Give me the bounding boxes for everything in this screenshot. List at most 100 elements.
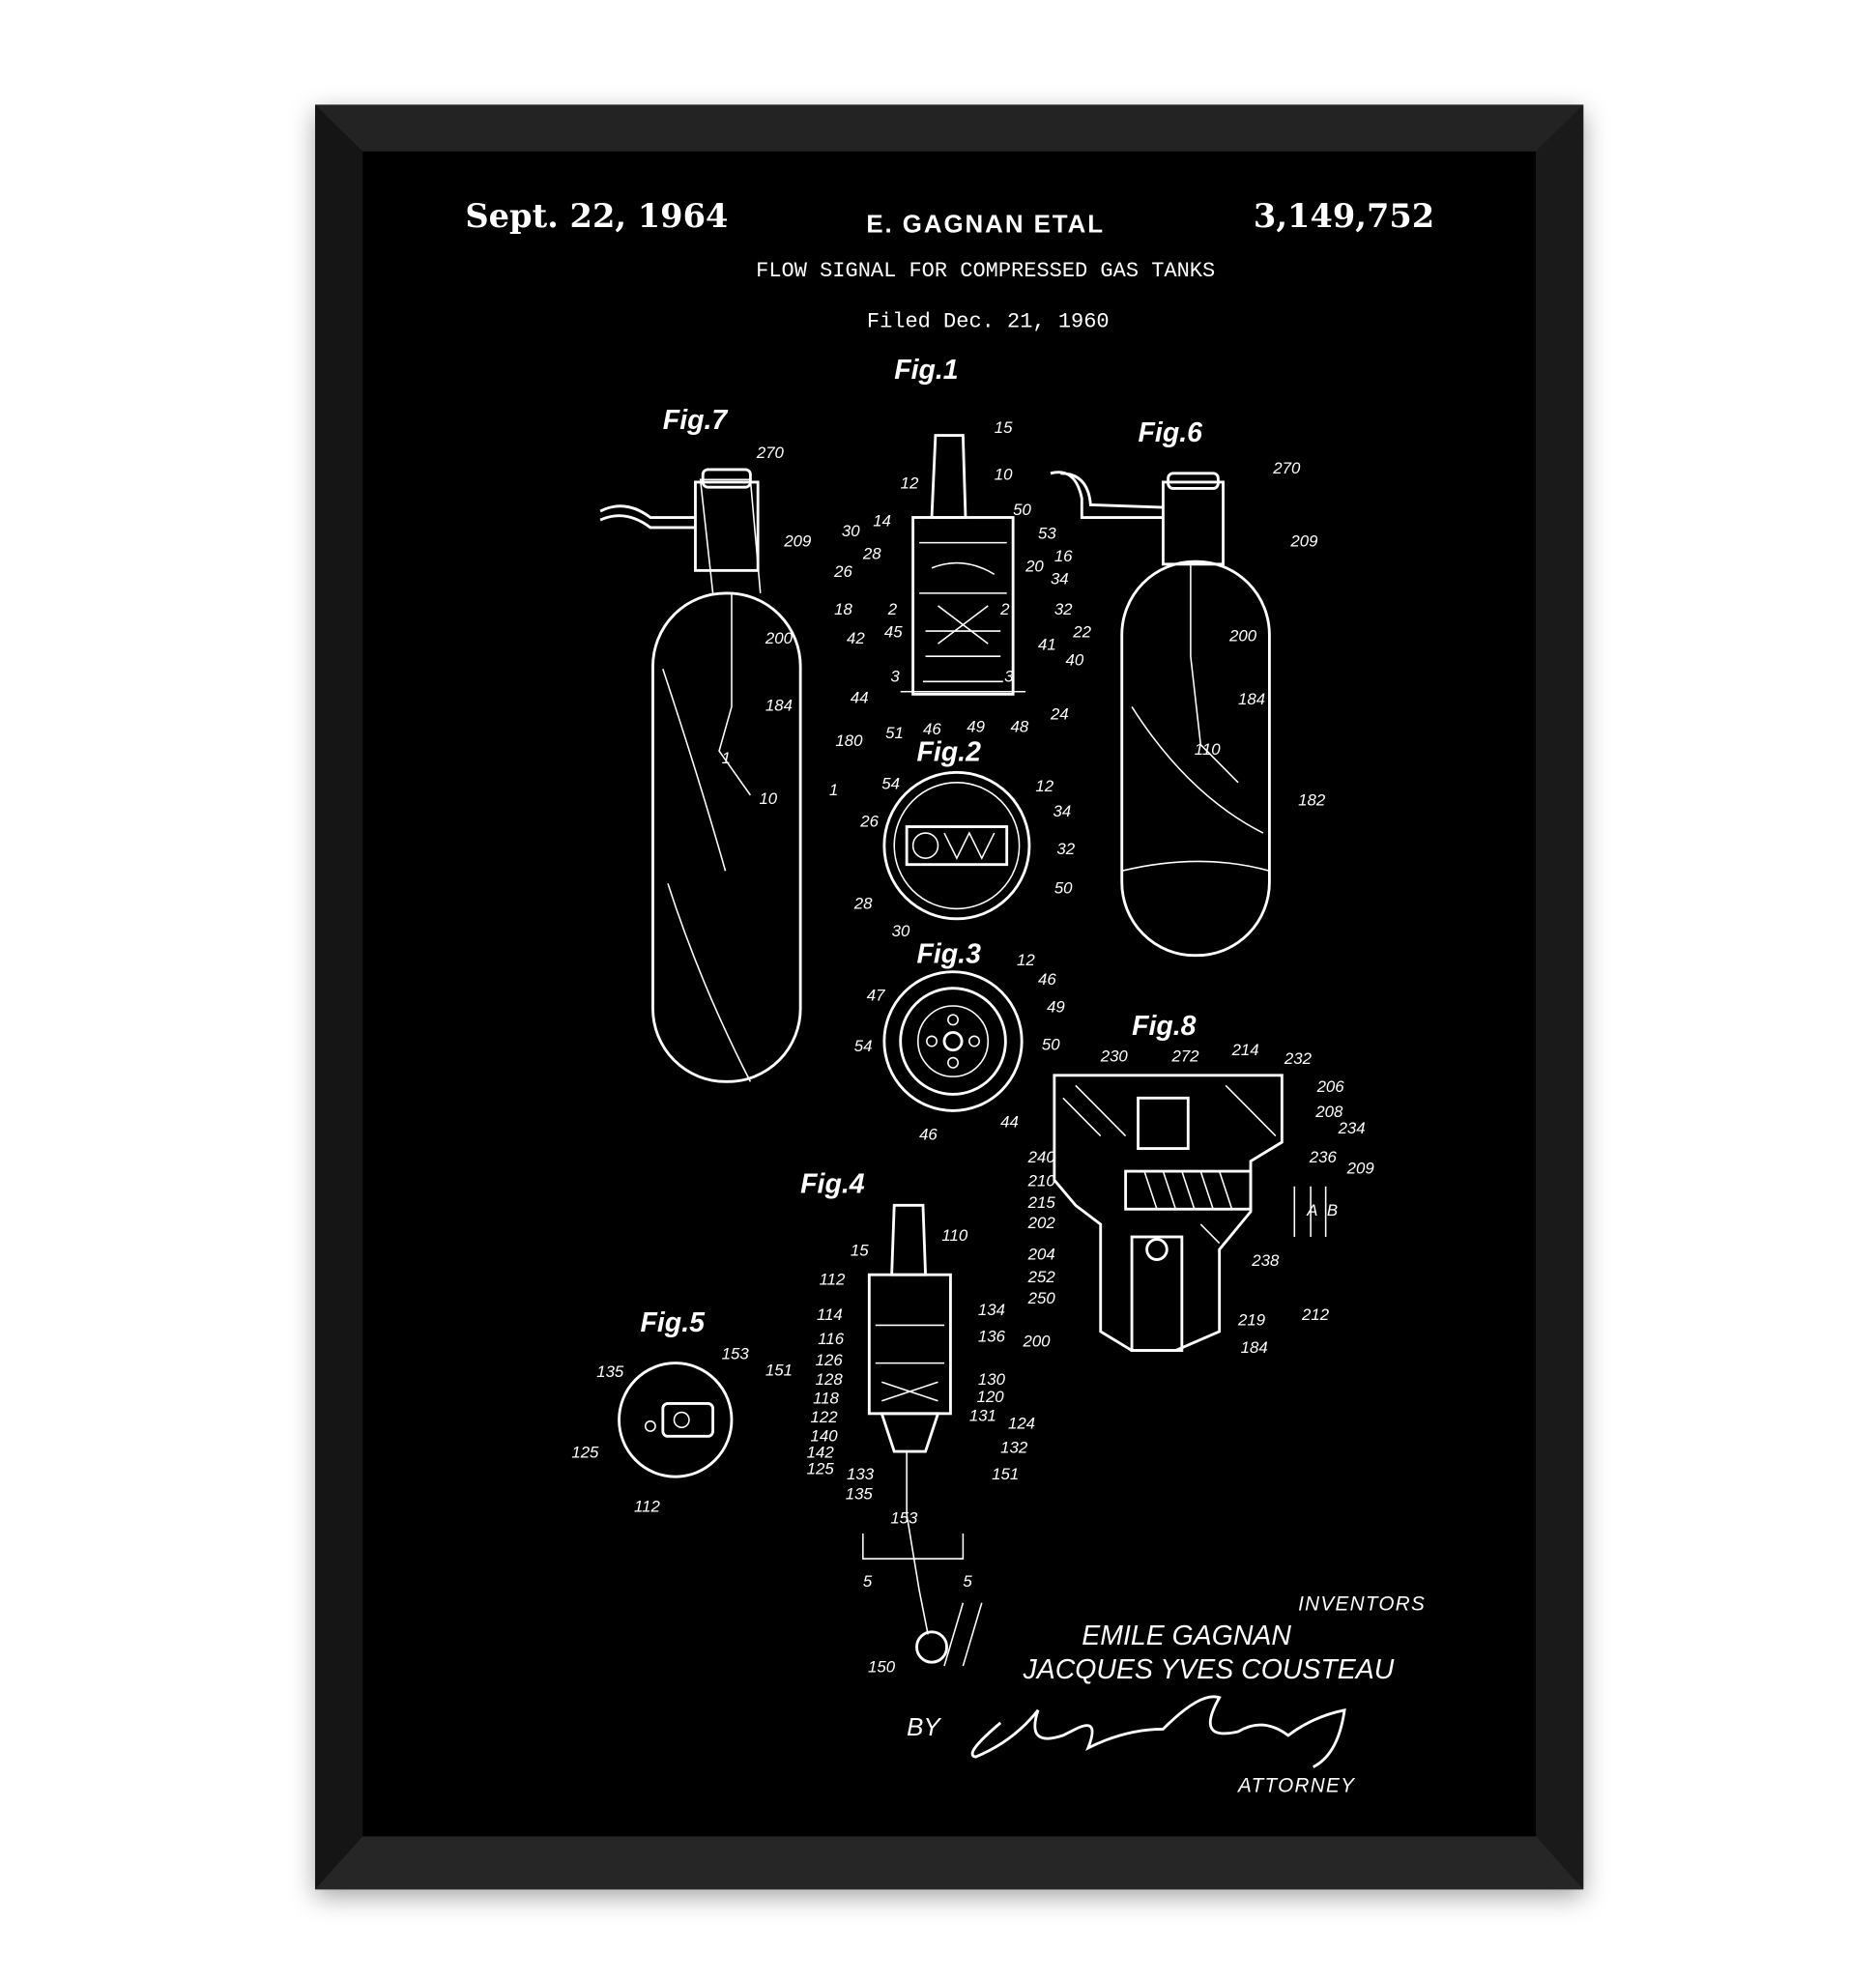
callout-label: 209	[783, 531, 812, 550]
fig-8-valve-section-drawing	[1053, 1074, 1327, 1352]
callout-label: 34	[1053, 802, 1072, 820]
picture-frame	[315, 104, 1584, 1890]
callout-label: 135	[846, 1485, 874, 1504]
fig-6-tank-drawing	[1050, 471, 1271, 958]
fig-5-label: Fig.5	[641, 1307, 707, 1338]
callout-label: 2	[999, 600, 1010, 618]
callout-label: 46	[1038, 970, 1056, 989]
callout-label: 26	[859, 812, 879, 830]
signature-block: INVENTORS EMILE GAGNAN JACQUES YVES COUS…	[907, 1593, 1426, 1797]
callout-label: 184	[1238, 690, 1265, 708]
callout-label: 238	[1251, 1251, 1280, 1270]
inventors-label: INVENTORS	[1298, 1593, 1426, 1616]
fig-3-label: Fig.3	[917, 938, 982, 969]
callout-label: 153	[722, 1345, 750, 1363]
callout-label: 22	[1072, 623, 1091, 642]
inventor-1-name: EMILE GAGNAN	[1082, 1620, 1291, 1651]
callout-label: 125	[571, 1444, 599, 1462]
callout-label: 50	[1013, 501, 1031, 519]
callout-label: 151	[992, 1465, 1019, 1483]
callout-label: 210	[1027, 1172, 1056, 1190]
fig-2-section-drawing	[882, 770, 1031, 921]
fig-5-section-drawing	[618, 1362, 734, 1478]
callout-label: 270	[1272, 459, 1301, 477]
callout-label: 234	[1338, 1119, 1366, 1137]
callout-label: 140	[811, 1427, 839, 1446]
callout-label: 151	[765, 1362, 793, 1380]
patent-date: Sept. 22, 1964	[465, 196, 728, 235]
fig-8-label: Fig.8	[1132, 1011, 1197, 1042]
callout-label: 180	[835, 731, 863, 750]
callout-label: 182	[1298, 790, 1326, 809]
fig-1-valve-drawing	[900, 434, 1026, 696]
callout-label: 134	[978, 1301, 1005, 1319]
fig-1-label: Fig.1	[894, 355, 958, 386]
callout-label: 10	[759, 789, 777, 808]
callout-label: 136	[978, 1327, 1006, 1345]
callout-label: 150	[868, 1658, 896, 1677]
callout-label: 110	[941, 1226, 967, 1245]
callout-label: 232	[1284, 1049, 1313, 1068]
callout-label: 28	[862, 545, 881, 563]
callout-label: 110	[1195, 740, 1221, 759]
callout-label: 130	[978, 1370, 1006, 1389]
callout-label: 270	[756, 444, 785, 462]
callout-label: 15	[995, 418, 1013, 437]
callout-label: 3	[890, 667, 900, 685]
callout-label: 5	[963, 1572, 972, 1591]
callout-label: 272	[1170, 1047, 1199, 1065]
callout-label: 200	[765, 629, 794, 647]
inventor-header: E. GAGNAN ETAL	[866, 209, 1105, 238]
callout-label: 5	[863, 1572, 873, 1591]
callout-label: 49	[1047, 997, 1065, 1016]
callout-label: 50	[1054, 879, 1073, 898]
callout-label: 202	[1027, 1214, 1056, 1232]
callout-label: 209	[1289, 531, 1318, 550]
callout-label: 44	[1000, 1112, 1019, 1131]
callout-label: 41	[1038, 636, 1056, 654]
attorney-label: ATTORNEY	[1236, 1775, 1356, 1797]
callout-label: 116	[818, 1330, 844, 1348]
inventor-2-name: JACQUES YVES COUSTEAU	[1022, 1654, 1394, 1685]
callout-label: 214	[1231, 1041, 1259, 1059]
callout-label: 12	[1017, 951, 1035, 969]
callout-label: 215	[1027, 1193, 1056, 1212]
callout-label: 236	[1309, 1148, 1338, 1166]
callout-label: 14	[873, 512, 891, 531]
callout-label: 124	[1008, 1414, 1035, 1432]
callout-label: 133	[847, 1465, 875, 1483]
callout-label: 142	[807, 1444, 835, 1462]
callout-label: 112	[634, 1498, 660, 1516]
callout-label: 54	[854, 1037, 873, 1055]
callout-label: 24	[1050, 704, 1069, 723]
callout-label: 208	[1314, 1103, 1343, 1121]
callout-label: 252	[1027, 1268, 1056, 1286]
callout-label: 32	[1056, 840, 1075, 858]
callout-label: 200	[1022, 1333, 1051, 1351]
callout-label: 54	[881, 774, 900, 792]
callout-label: 51	[885, 724, 904, 742]
callout-label: 212	[1301, 1305, 1330, 1324]
callout-label: 26	[833, 562, 852, 581]
callout-label: 46	[923, 720, 941, 738]
callout-label: 230	[1100, 1047, 1129, 1065]
callout-label: 209	[1346, 1160, 1375, 1178]
fig-7-label: Fig.7	[663, 405, 729, 436]
callout-label: 30	[842, 522, 860, 540]
poster-background	[362, 151, 1537, 1837]
fig-3-section-drawing	[882, 970, 1024, 1112]
callout-label: 135	[596, 1362, 624, 1381]
callout-label: 204	[1027, 1245, 1055, 1263]
callout-label: 10	[995, 465, 1013, 483]
callout-label: 42	[847, 629, 865, 647]
figure-labels: Fig.1 Fig.2 Fig.3 Fig.4 Fig.5 Fig.6 Fig.…	[641, 355, 1204, 1338]
callout-label: 120	[977, 1388, 1005, 1406]
callout-label: 131	[969, 1407, 996, 1425]
callout-label: 1	[829, 781, 838, 799]
callout-label: 34	[1051, 570, 1069, 588]
callout-label: 20	[1025, 558, 1044, 576]
callout-label: 48	[1011, 717, 1029, 735]
callout-label: 18	[834, 600, 852, 618]
patent-number: 3,149,752	[1254, 196, 1434, 235]
